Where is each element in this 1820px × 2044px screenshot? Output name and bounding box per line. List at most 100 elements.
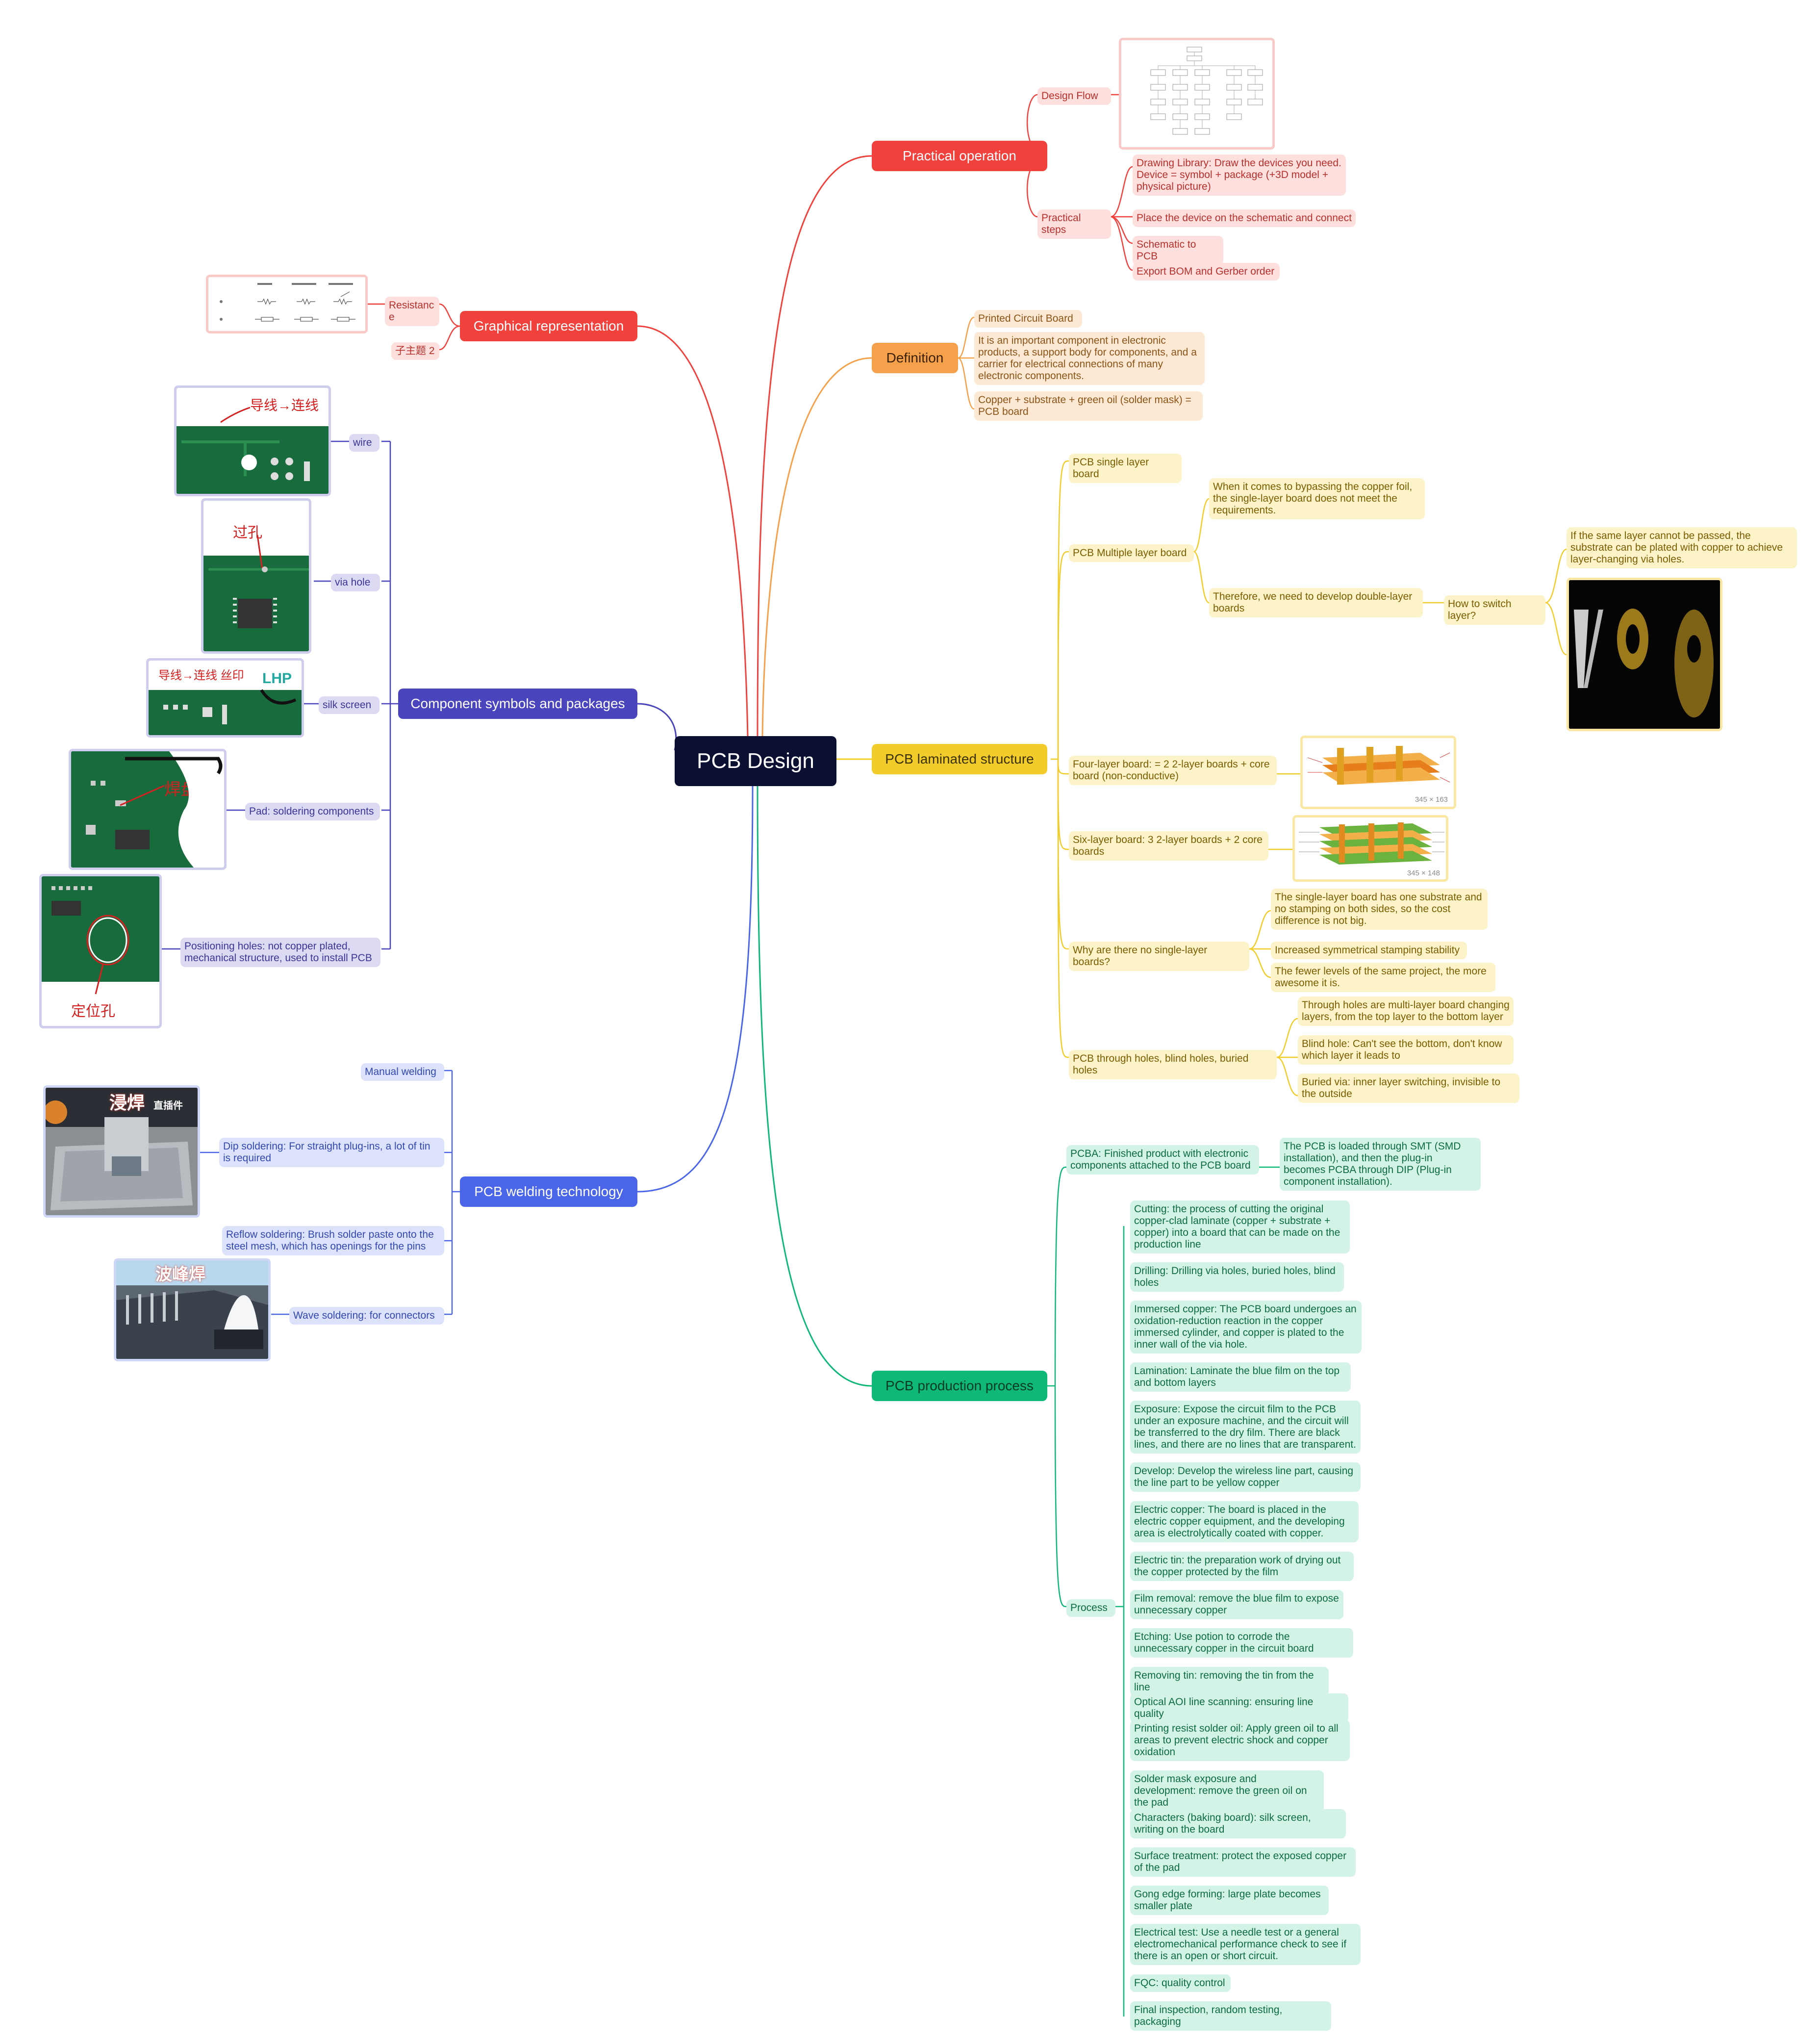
dip-photo-subtitle: 直插件: [153, 1100, 183, 1111]
why-no-single-layer[interactable]: Why are there no single-layer boards?: [1069, 942, 1249, 971]
four-layer-image: 345 × 163: [1300, 736, 1456, 809]
topic-definition[interactable]: Definition: [872, 343, 958, 373]
process-step[interactable]: Develop: Develop the wireless line part,…: [1130, 1462, 1361, 1492]
through-blind-buried-holes[interactable]: PCB through holes, blind holes, buried h…: [1069, 1050, 1277, 1079]
process-step[interactable]: Electrical test: Use a needle test or a …: [1130, 1924, 1361, 1965]
wire-pcb-photo: 导线→连线: [174, 385, 331, 496]
process-step[interactable]: Solder mask exposure and development: re…: [1130, 1770, 1324, 1812]
topic-reflow-soldering[interactable]: Reflow soldering: Brush solder paste ont…: [222, 1226, 444, 1255]
topic-welding-technology[interactable]: PCB welding technology: [460, 1176, 637, 1207]
process-step[interactable]: Gong edge forming: large plate becomes s…: [1130, 1886, 1329, 1915]
six-layer-image: 345 × 148: [1292, 815, 1448, 882]
through-holes-desc[interactable]: Through holes are multi-layer board chan…: [1298, 996, 1514, 1026]
pad-pcb-icon: [86, 751, 224, 868]
pcba-finished-product[interactable]: PCBA: Finished product with electronic c…: [1066, 1145, 1259, 1175]
six-layer-image-size: 345 × 148: [1407, 869, 1440, 877]
resistor-symbol-icon: [220, 283, 355, 322]
topic-production-process[interactable]: PCB production process: [872, 1371, 1047, 1401]
four-layer-image-size: 345 × 163: [1415, 795, 1448, 804]
dip-machine-icon: [46, 1100, 193, 1210]
process-step[interactable]: Surface treatment: protect the exposed c…: [1130, 1847, 1356, 1877]
topic-wire[interactable]: wire: [349, 434, 379, 452]
step-export-bom[interactable]: Export BOM and Gerber order: [1133, 263, 1280, 281]
annotation-positioning: 定位孔: [71, 1003, 115, 1020]
dip-soldering-photo: 浸焊 直插件: [43, 1085, 200, 1218]
topic-component-symbols[interactable]: Component symbols and packages: [398, 689, 637, 719]
topic-via-hole[interactable]: via hole: [331, 574, 380, 591]
process-step[interactable]: Printing resist solder oil: Apply green …: [1130, 1720, 1350, 1761]
topic-laminated-structure[interactable]: PCB laminated structure: [872, 744, 1047, 774]
process-step[interactable]: Lamination: Laminate the blue film on th…: [1130, 1362, 1351, 1392]
process-step[interactable]: Optical AOI line scanning: ensuring line…: [1130, 1693, 1348, 1723]
dip-photo-title: 浸焊: [109, 1093, 145, 1113]
flowchart-icon: [1150, 47, 1263, 135]
positioning-hole-pcb-photo: 定位孔: [39, 874, 162, 1028]
via-hole-photo: [1567, 578, 1722, 731]
topic-graphical-representation[interactable]: Graphical representation: [460, 311, 637, 341]
process-step[interactable]: FQC: quality control: [1130, 1974, 1231, 1992]
process-step[interactable]: Electric copper: The board is placed in …: [1130, 1501, 1359, 1542]
via-pcb-icon: [208, 535, 309, 628]
six-layer-board[interactable]: Six-layer board: 3 2-layer boards + 2 co…: [1069, 831, 1268, 861]
double-layer-boards[interactable]: Therefore, we need to develop double-lay…: [1209, 588, 1423, 617]
process-step[interactable]: Characters (baking board): silk screen, …: [1130, 1809, 1346, 1839]
topic-dip-soldering[interactable]: Dip soldering: For straight plug-ins, a …: [219, 1138, 444, 1167]
buried-via-desc[interactable]: Buried via: inner layer switching, invis…: [1298, 1073, 1519, 1103]
step-drawing-library[interactable]: Drawing Library: Draw the devices you ne…: [1133, 154, 1346, 196]
process-step[interactable]: Removing tin: removing the tin from the …: [1130, 1667, 1329, 1696]
pcb-traces-icon: [181, 407, 310, 481]
process-step[interactable]: Exposure: Expose the circuit film to the…: [1130, 1401, 1361, 1454]
definition-description[interactable]: It is an important component in electron…: [974, 332, 1205, 385]
multi-layer-reason[interactable]: When it comes to bypassing the copper fo…: [1209, 478, 1425, 519]
why-fewer-levels[interactable]: The fewer levels of the same project, th…: [1271, 963, 1495, 992]
four-layer-stack-icon: [1307, 746, 1450, 785]
photo-header: [116, 1261, 268, 1285]
subtopic-2[interactable]: 子主题 2: [391, 342, 439, 360]
process-step[interactable]: Etching: Use potion to corrode the unnec…: [1130, 1628, 1353, 1658]
process-step[interactable]: Final inspection, random testing, packag…: [1130, 2001, 1331, 2031]
pcba-detail[interactable]: The PCB is loaded through SMT (SMD insta…: [1280, 1138, 1481, 1191]
process-step[interactable]: Cutting: the process of cutting the orig…: [1130, 1201, 1350, 1253]
process-step[interactable]: Drilling: Drilling via holes, buried hol…: [1130, 1262, 1344, 1292]
blind-hole-desc[interactable]: Blind hole: Can't see the bottom, don't …: [1298, 1035, 1514, 1065]
wave-photo-title: 波峰焊: [155, 1265, 205, 1284]
design-flow-image: [1119, 38, 1275, 150]
pad-pcb-photo: 焊盘: [69, 749, 227, 870]
definition-formula[interactable]: Copper + substrate + green oil (solder m…: [974, 391, 1203, 421]
lhp-logo: LHP: [262, 670, 292, 687]
process-step[interactable]: Electric tin: the preparation work of dr…: [1130, 1552, 1354, 1581]
four-layer-board[interactable]: Four-layer board: = 2 2-layer boards + c…: [1069, 756, 1277, 785]
topic-practical-steps[interactable]: Practical steps: [1037, 209, 1111, 239]
why-stamping-stability[interactable]: Increased symmetrical stamping stability: [1271, 942, 1467, 959]
topic-positioning-holes[interactable]: Positioning holes: not copper plated, me…: [180, 938, 380, 967]
topic-silk-screen[interactable]: silk screen: [319, 696, 379, 714]
process-step[interactable]: Immersed copper: The PCB board undergoes…: [1130, 1301, 1362, 1354]
photo-header: [203, 501, 309, 556]
via-hole-icon: [1569, 580, 1720, 729]
how-to-switch-layer[interactable]: How to switch layer?: [1444, 595, 1545, 625]
multiple-layer-board[interactable]: PCB Multiple layer board: [1069, 544, 1194, 562]
six-layer-stack-icon: [1299, 822, 1444, 865]
root-topic[interactable]: PCB Design: [675, 736, 836, 786]
topic-pad[interactable]: Pad: soldering components: [245, 803, 380, 820]
topic-practical-operation[interactable]: Practical operation: [872, 141, 1047, 171]
definition-printed-circuit-board[interactable]: Printed Circuit Board: [974, 310, 1082, 328]
silk-screen-pcb-photo: 导线→连线 丝印 LHP: [146, 658, 304, 738]
single-layer-board[interactable]: PCB single layer board: [1069, 454, 1182, 483]
topic-manual-welding[interactable]: Manual welding: [361, 1063, 444, 1081]
topic-resistance[interactable]: Resistance: [385, 297, 439, 326]
process-step[interactable]: Film removal: remove the blue film to ex…: [1130, 1590, 1343, 1619]
photo-footer: [42, 982, 159, 1026]
silk-pcb-icon: [163, 689, 297, 724]
topic-design-flow[interactable]: Design Flow: [1037, 87, 1111, 105]
step-schematic-to-pcb[interactable]: Schematic to PCB: [1133, 236, 1223, 265]
photo-header: [149, 661, 302, 690]
photo-header: [177, 388, 329, 426]
wave-machine-icon: [116, 1290, 268, 1359]
topic-process[interactable]: Process: [1066, 1599, 1115, 1617]
step-place-device[interactable]: Place the device on the schematic and co…: [1133, 209, 1356, 227]
topic-wave-soldering[interactable]: Wave soldering: for connectors: [289, 1307, 444, 1325]
switch-layer-answer[interactable]: If the same layer cannot be passed, the …: [1567, 527, 1797, 568]
why-cost-difference[interactable]: The single-layer board has one substrate…: [1271, 889, 1488, 930]
annotation-wire: 导线→连线: [250, 398, 319, 413]
